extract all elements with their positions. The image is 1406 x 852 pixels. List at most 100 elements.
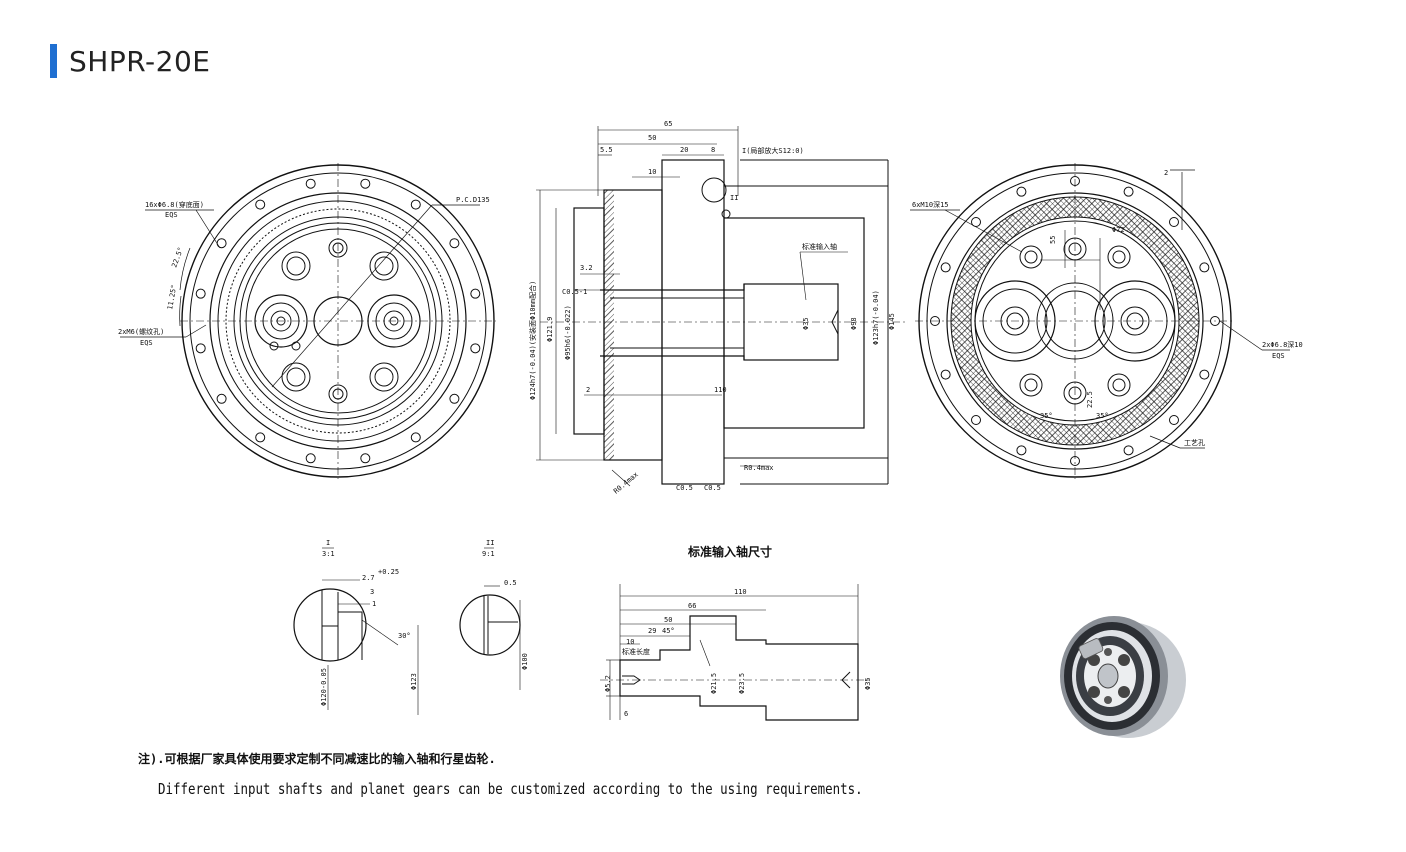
bolt-hole [1016,445,1027,456]
bolt-hole [1123,445,1134,456]
bolt-hole [216,393,227,404]
detail-I-ratio: I [326,539,330,547]
side-view [536,126,905,487]
detail-I-d3: 3 [370,588,374,596]
side-d20: 20 [680,146,688,154]
bolt-hole [410,432,421,443]
rear-holes-label: 2xΦ6.8深10 [1262,340,1303,349]
bolt-hole [255,432,266,443]
side-dia95: Φ95h6(-0.022) [564,305,572,360]
detail-I-dia123: Φ123 [410,673,418,690]
bolt-hole [971,217,982,228]
bolt-hole [1199,369,1210,380]
front-pcd-label: P.C.D135 [456,196,490,204]
bolt-hole [470,343,481,354]
side-detail-II: II [730,194,738,202]
bolt-hole [1168,217,1179,228]
shaft-d52: Φ5.2 [604,675,612,692]
bolt-hole [1199,262,1210,273]
side-dia121: Φ121.9 [546,317,554,342]
side-d3-2: 3.2 [580,264,593,272]
bolt-hole [410,199,421,210]
side-dia123: Φ123h7(-0.04) [872,290,880,345]
bolt-hole [470,288,481,299]
side-d2: 2 [586,386,590,394]
side-dia124: Φ124h7(-0.04)(安装面Φ10mm配合) [528,281,537,400]
shaft-dia35: Φ35 [864,677,872,690]
side-d8: 8 [711,146,715,154]
shaft-d66: 66 [688,602,696,610]
shaft-dia235: Φ23.5 [738,673,746,694]
detail-II-view [459,547,521,690]
detail-II-scale: 9:1 [482,550,495,558]
shaft-title: 标准输入轴尺寸 [687,544,772,559]
front-angle-11-25: 11.25° [166,284,178,310]
side-dia98: Φ98 [850,317,858,330]
shaft-d6: 6 [624,710,628,718]
page-title: SHPR-20E [69,44,211,78]
shaft-d10: 10 [626,638,634,646]
bolt-hole [449,238,460,249]
bolt-hole [195,343,206,354]
bolt-hole [449,393,460,404]
rear-dia72: Φ72 [1112,226,1125,234]
note-english: Different input shafts and planet gears … [158,780,863,798]
rear-d2: 2 [1164,169,1168,177]
bolt-hole [1123,186,1134,197]
shaft-d50: 50 [664,616,672,624]
detail-II-ratio: II [486,539,494,547]
side-d10: 10 [648,168,656,176]
side-d65: 65 [664,120,672,128]
shaft-view [600,584,870,721]
front-holes-top-label: 16xΦ6.8(穿底面) [145,200,204,209]
detail-I-ang30: 30° [398,632,411,640]
shaft-d29: 29 [648,627,656,635]
product-render-image [1060,616,1186,738]
bolt-hole [360,178,371,189]
shaft-dia215: Φ21.5 [710,673,718,694]
bolt-hole [195,288,206,299]
note-chinese: 注).可根据厂家具体使用要求定制不同减速比的输入轴和行星齿轮. [138,752,496,766]
rear-process-hole: 工艺孔 [1184,439,1205,447]
side-d5-5: 5.5 [600,146,613,154]
side-r04max-b: R0.4max [744,464,774,472]
detail-I-d1: 1 [372,600,376,608]
rear-ang22-5: 22.5 [1086,391,1094,408]
front-bolt-holes [195,178,481,464]
bolt-hole [940,369,951,380]
bolt-hole [305,178,316,189]
side-c05-b: C0.5 [704,484,721,492]
side-detail-I: I(局部放大S12:0) [742,146,804,155]
bolt-hole [940,262,951,273]
shaft-ang45: 45° [662,627,675,635]
rear-d55: 55 [1049,236,1057,244]
bolt-hole [360,453,371,464]
rear-eqs-label: EQS [1272,352,1285,360]
carrier-holes [269,238,399,404]
shaft-std-length: 标准长度 [622,647,650,656]
side-d50: 50 [648,134,656,142]
detail-I-scale: 3:1 [322,550,335,558]
detail-I-d27: 2.7 [362,574,375,582]
detail-I-dia120: Φ120-0.05 [320,668,328,706]
detail-II-dia100: Φ100 [521,653,529,670]
rear-m10-label: 6xM10深15 [912,200,949,209]
side-dia35: Φ35 [802,317,810,330]
page-header: SHPR-20E [50,44,210,78]
side-d110: 110 [714,386,727,394]
rear-view [910,163,1290,479]
front-view [120,163,496,479]
front-angle-22-5: 22.5° [170,246,185,269]
side-input-shaft: 标准输入轴 [802,242,837,251]
side-c05-a: C0.5 [676,484,693,492]
front-eqs-bottom-label: EQS [140,339,153,347]
front-eqs-top-label: EQS [165,211,178,219]
front-holes-bottom-label: 2xM6(螺纹孔) [118,327,164,336]
detail-I-view [293,547,419,715]
detail-II-d05: 0.5 [504,579,517,587]
side-dia145: Φ145 [888,313,896,330]
side-c05-1: C0.5-1 [562,288,587,296]
detail-I-tol: +0.25 [378,568,399,576]
bolt-hole [1168,414,1179,425]
